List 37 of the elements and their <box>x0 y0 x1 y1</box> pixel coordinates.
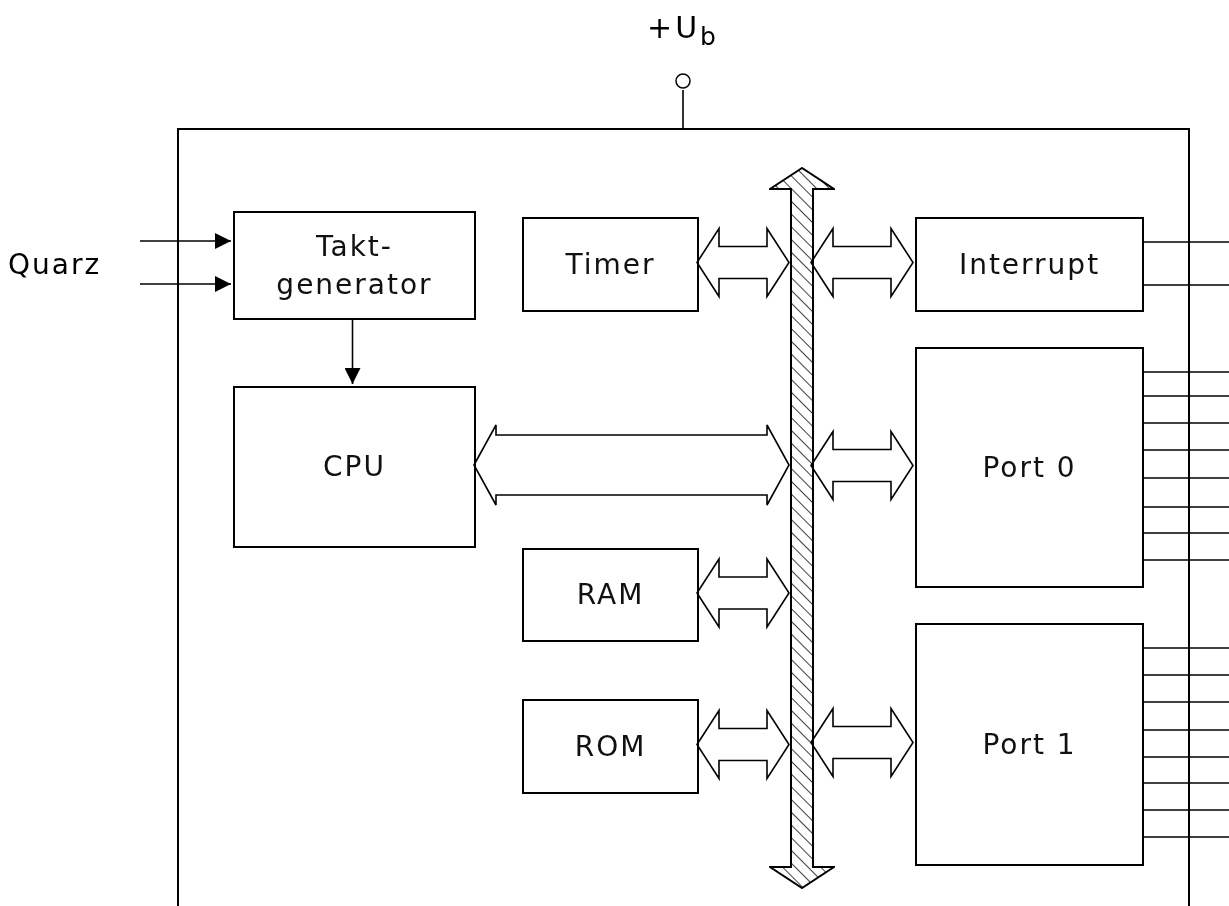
pin-line <box>1141 449 1229 451</box>
supply-line <box>682 89 684 129</box>
function-block: Takt- generator <box>233 211 476 320</box>
function-block: Port 1 <box>915 623 1144 866</box>
pin-line <box>1141 371 1229 373</box>
input-label: Quarz <box>8 243 140 287</box>
function-block: CPU <box>233 386 476 548</box>
pin-line <box>1141 647 1229 649</box>
arrow <box>344 317 361 385</box>
pin-line <box>1141 559 1229 561</box>
pin-line <box>1141 836 1229 838</box>
bus-connection-arrow <box>473 424 790 506</box>
pin-line <box>1141 756 1229 758</box>
pin-line <box>1141 422 1229 424</box>
pin-line <box>1141 782 1229 784</box>
bus-connection-arrow <box>696 707 790 782</box>
pin-line <box>1141 241 1229 243</box>
pin-line <box>1141 395 1229 397</box>
pin-line <box>1141 701 1229 703</box>
pin-line <box>1141 729 1229 731</box>
supply-label: +U$_{b}$ <box>646 10 720 53</box>
bus-connection-arrow <box>696 556 790 630</box>
function-block: RAM <box>522 548 699 642</box>
function-block: ROM <box>522 699 699 794</box>
chip-outline <box>177 128 1190 906</box>
function-block: Interrupt <box>915 217 1144 312</box>
pin-line <box>1141 674 1229 676</box>
pin-line <box>1141 809 1229 811</box>
arrow <box>139 233 232 249</box>
bus-connection-arrow <box>696 225 790 300</box>
pin-line <box>1141 477 1229 479</box>
pin-line <box>1141 506 1229 508</box>
function-block: Timer <box>522 217 699 312</box>
function-block: Port 0 <box>915 347 1144 588</box>
pin-line <box>1141 284 1229 286</box>
pin-line <box>1141 532 1229 534</box>
arrow <box>139 276 232 292</box>
